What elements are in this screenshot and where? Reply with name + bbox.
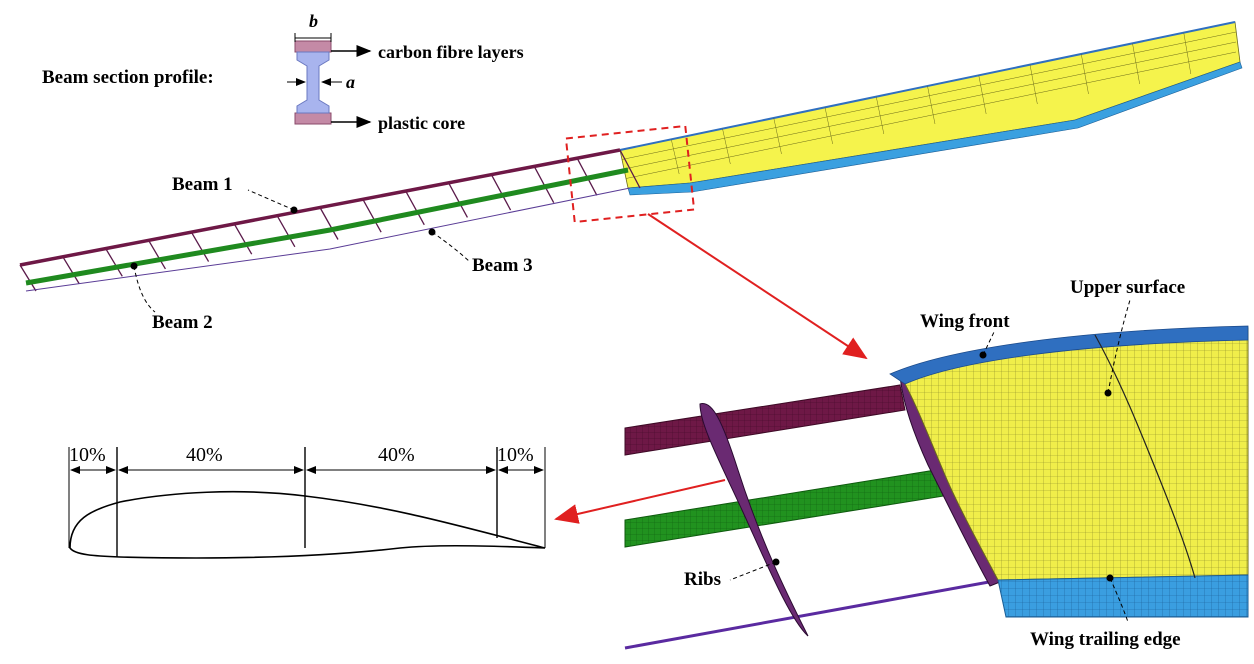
skin-chord-line-2 (623, 41, 1237, 170)
skin-chord-line-1 (621, 31, 1237, 160)
rib-4 (190, 231, 210, 262)
rib-1 (62, 256, 80, 284)
airfoil-seg-1: 10% (69, 444, 106, 466)
beam-section-profile: Beam section profile: b a carbon fibre l… (42, 11, 524, 133)
rib-3 (148, 240, 166, 270)
rib-0 (19, 264, 37, 292)
plastic-core-label: plastic core (378, 113, 465, 133)
rib-2 (105, 248, 123, 277)
wing-skin-overview (619, 21, 1241, 189)
rib-9 (405, 190, 425, 226)
detail-rib-1 (699, 403, 809, 637)
dimension-b-label: b (309, 11, 318, 31)
rib-10 (448, 182, 468, 218)
rib-7 (319, 207, 339, 240)
wing-front-label: Wing front (920, 311, 1010, 332)
beam-section-title: Beam section profile: (42, 67, 214, 88)
trailing-edge-label: Wing trailing edge (1030, 629, 1181, 650)
airfoil-seg-4: 10% (497, 444, 534, 466)
detail-view: Wing front Upper surface Ribs Wing trail… (624, 277, 1249, 650)
detail-spar-line (1094, 334, 1196, 579)
trailing-edge-overview (627, 61, 1243, 196)
dimension-a-label: a (346, 72, 355, 92)
skin-panel-line-1 (671, 139, 680, 175)
bottom-carbon-flange (294, 112, 332, 125)
rib-11 (490, 174, 512, 211)
skin-panel-line-11 (1183, 32, 1192, 75)
carbon-fibre-label: carbon fibre layers (378, 42, 524, 62)
rib-8 (362, 198, 382, 233)
rib-5 (233, 223, 253, 255)
beam-3 (25, 187, 631, 292)
skin-panel-line-2 (722, 128, 731, 165)
detail-trailing-edge (997, 574, 1249, 618)
upper-surface-label: Upper surface (1070, 277, 1185, 298)
plastic-core-shape (296, 51, 330, 114)
top-carbon-flange (294, 40, 332, 53)
detail-beam-2 (624, 467, 951, 548)
beam-3-label: Beam 3 (472, 255, 533, 276)
detail-beam-3 (624, 578, 1001, 650)
ribs-label: Ribs (684, 569, 721, 590)
airfoil-section: 10% 40% 40% 10% (68, 444, 546, 559)
skin-panel-line-3 (773, 117, 782, 155)
beam-2 (25, 167, 629, 286)
skin-grid-lines (621, 31, 1237, 179)
detail-highlight-box (564, 124, 696, 224)
rib-6 (276, 215, 296, 248)
detail-beam-1 (624, 384, 906, 456)
skin-panel-line-5 (876, 96, 885, 135)
airfoil-outline (69, 490, 546, 559)
skin-panel-line-10 (1132, 43, 1140, 85)
skin-panel-line-8 (1029, 64, 1038, 105)
beam-1-label: Beam 1 (172, 174, 233, 195)
rib-to-airfoil-arrow (554, 479, 726, 524)
beam-1 (19, 148, 621, 267)
skin-chord-line-3 (625, 51, 1237, 179)
airfoil-seg-3: 40% (378, 444, 415, 466)
airfoil-seg-2: 40% (186, 444, 223, 466)
skin-panel-line-4 (824, 107, 833, 145)
skin-panel-line-9 (1081, 53, 1089, 95)
rib-14 (619, 149, 641, 189)
detail-zoom-arrow (647, 213, 868, 360)
wing-overview: Beam 1 Beam 2 Beam 3 (19, 21, 1243, 360)
beam-2-label: Beam 2 (152, 312, 213, 333)
detail-wing-front (889, 325, 1249, 385)
